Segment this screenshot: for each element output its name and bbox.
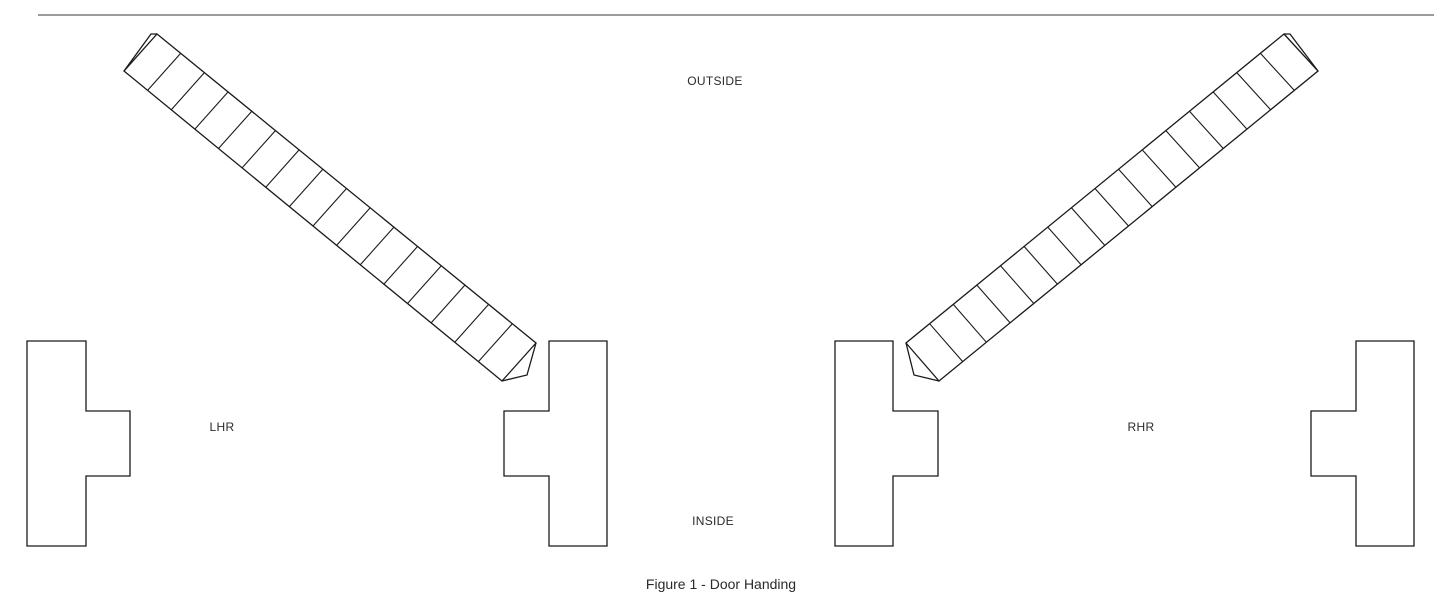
lhr-hatch-line bbox=[477, 323, 513, 362]
lhr-hatch-line bbox=[407, 265, 442, 304]
lhr-hatch-line bbox=[194, 91, 229, 130]
lhr-hatch-line bbox=[147, 52, 182, 91]
rhr-door-strike-edge bbox=[905, 342, 940, 382]
lhr-hatch-line bbox=[241, 130, 276, 169]
rhr-hatch-line bbox=[1189, 110, 1224, 149]
lhr-hatch-line bbox=[359, 226, 395, 266]
rhr-door-leaf bbox=[905, 33, 1319, 382]
lhr-hatch-line bbox=[265, 149, 300, 188]
rhr-hatch-line bbox=[1141, 149, 1177, 188]
rhr-hatch-line bbox=[1212, 91, 1248, 130]
rhr-hatch-line bbox=[1094, 188, 1129, 227]
lhr-door-strike-edge bbox=[501, 342, 537, 382]
rhr-label: RHR bbox=[1128, 420, 1155, 434]
outside-label: OUTSIDE bbox=[687, 74, 742, 88]
lhr-door-hinge-edge bbox=[123, 33, 157, 72]
lhr-label: LHR bbox=[210, 420, 235, 434]
lhr-hatch-line bbox=[170, 72, 205, 111]
lhr-right-frame bbox=[503, 340, 608, 547]
rhr-hatch-line bbox=[1236, 72, 1272, 111]
rhr-right-frame bbox=[1310, 340, 1415, 547]
lhr-hatch-line bbox=[430, 284, 466, 324]
lhr-hatch-line bbox=[454, 304, 490, 343]
rhr-door-hinge-edge bbox=[1284, 33, 1319, 72]
rhr-hatch-line bbox=[1000, 265, 1035, 304]
lhr-hatch-line bbox=[336, 207, 371, 246]
rhr-hatch-line bbox=[1118, 168, 1153, 207]
rhr-left-frame bbox=[834, 340, 939, 547]
lhr-hatch-line bbox=[383, 246, 419, 285]
rhr-hatch-line bbox=[1047, 226, 1082, 266]
lhr-door-hatching bbox=[147, 52, 513, 362]
inside-label: INSIDE bbox=[692, 514, 734, 528]
rhr-door-hatching bbox=[929, 52, 1295, 362]
rhr-hatch-line bbox=[929, 323, 964, 362]
rhr-hatch-line bbox=[1023, 246, 1058, 285]
lhr-hatch-line bbox=[288, 168, 324, 207]
rhr-hatch-line bbox=[952, 304, 987, 343]
rhr-hatch-line bbox=[1259, 52, 1295, 91]
rhr-hatch-line bbox=[1070, 207, 1106, 246]
lhr-hatch-line bbox=[218, 110, 253, 149]
rhr-hatch-line bbox=[1165, 130, 1201, 169]
lhr-left-frame bbox=[26, 340, 131, 547]
figure-caption: Figure 1 - Door Handing bbox=[646, 576, 796, 592]
lhr-door-leaf bbox=[123, 33, 537, 382]
lhr-hatch-line bbox=[312, 188, 347, 227]
rhr-hatch-line bbox=[976, 284, 1011, 324]
